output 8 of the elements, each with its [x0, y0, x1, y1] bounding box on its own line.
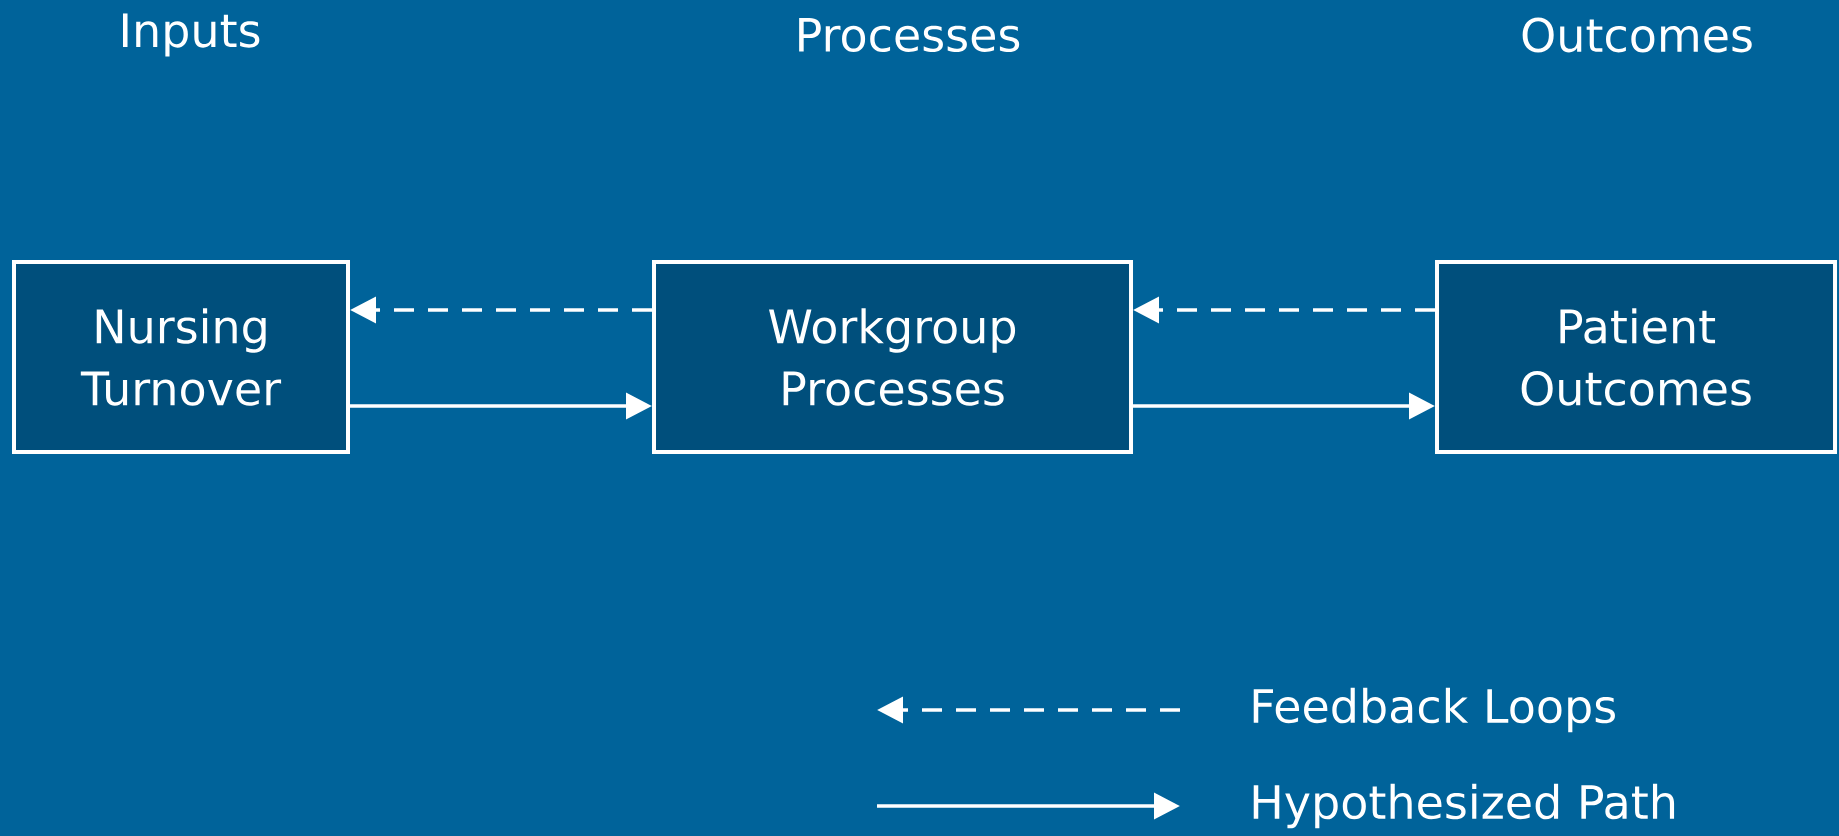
legend-label: Hypothesized Path — [1253, 783, 1675, 829]
column-heading: Inputs — [123, 13, 260, 57]
column-heading: Processes — [799, 17, 1020, 53]
process-box: Nursing Turnover — [12, 260, 350, 454]
process-box: Workgroup Processes — [652, 260, 1133, 454]
legend-label: Feedback Loops — [1253, 687, 1615, 733]
process-box: Patient Outcomes — [1435, 260, 1837, 454]
column-heading: Outcomes — [1522, 17, 1752, 53]
